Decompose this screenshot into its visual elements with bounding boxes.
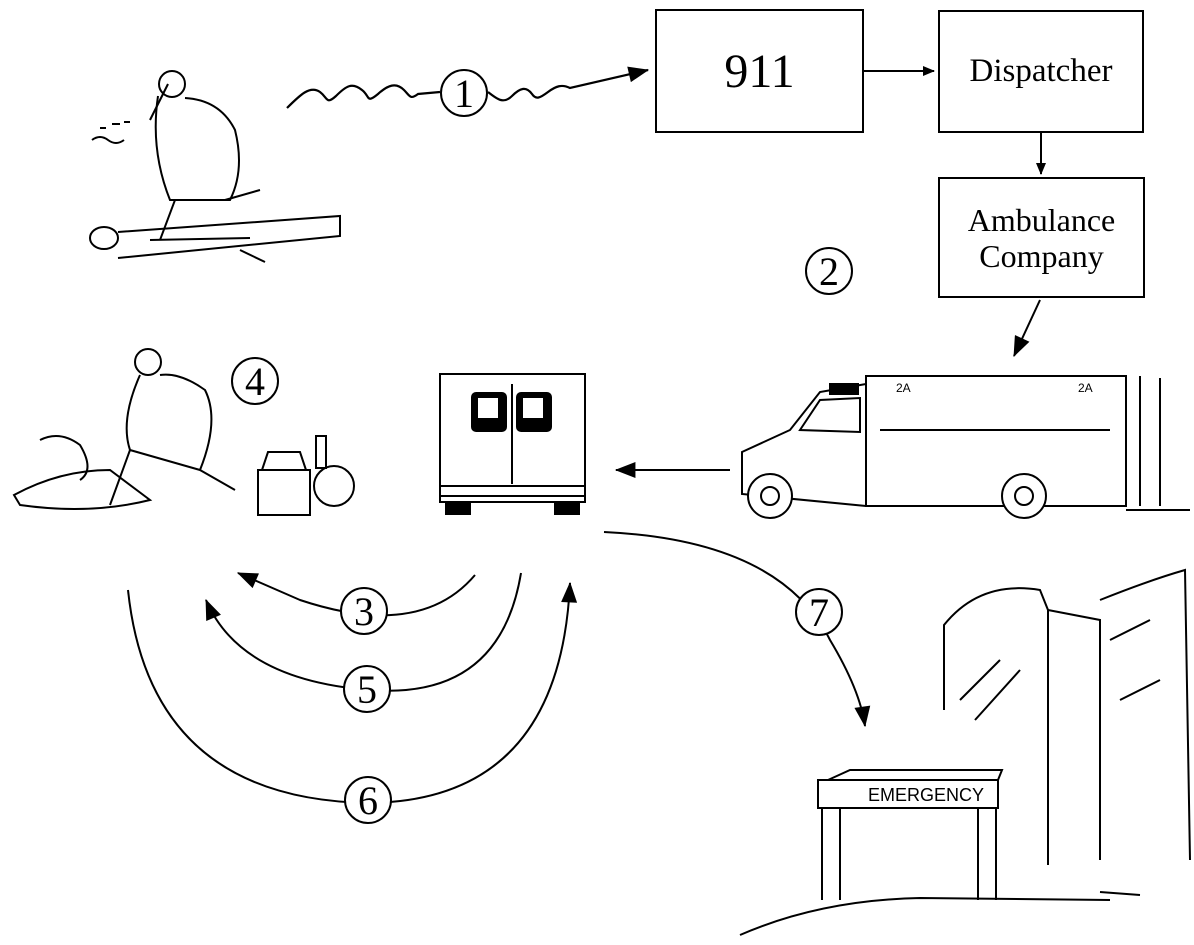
step-5-marker: 5 — [343, 665, 391, 713]
hospital-emergency-sign: EMERGENCY — [868, 785, 984, 805]
truck-marking-right: 2A — [1078, 381, 1093, 395]
parked-ambulance-rear-illustration — [439, 373, 586, 515]
arrow-company-to-ambulance — [1013, 299, 1041, 358]
paramedic-treating-patient-illustration — [12, 348, 355, 516]
ambulance-company-label: Ambulance Company — [967, 201, 1116, 274]
step-6-marker: 6 — [344, 776, 392, 824]
arc-step-3 — [236, 572, 476, 617]
step-2-marker: 2 — [805, 247, 853, 295]
ambulance-truck-illustration — [741, 375, 1190, 519]
caller-and-patient-illustration — [89, 70, 341, 263]
step-7-marker: 7 — [795, 588, 843, 636]
step-1-marker: 1 — [440, 69, 488, 117]
call-911-label: 911 — [724, 44, 795, 98]
call-911-box: 911 — [655, 9, 864, 133]
step-3-marker: 3 — [340, 587, 388, 635]
dispatcher-box: Dispatcher — [938, 10, 1144, 133]
phone-call-squiggle — [286, 84, 441, 109]
step-4-marker: 4 — [231, 357, 279, 405]
hospital-illustration — [739, 568, 1191, 936]
phone-call-squiggle-right — [487, 66, 650, 102]
ambulance-company-box: Ambulance Company — [938, 177, 1145, 298]
dispatcher-label: Dispatcher — [969, 53, 1113, 89]
truck-marking-left: 2A — [896, 381, 911, 395]
